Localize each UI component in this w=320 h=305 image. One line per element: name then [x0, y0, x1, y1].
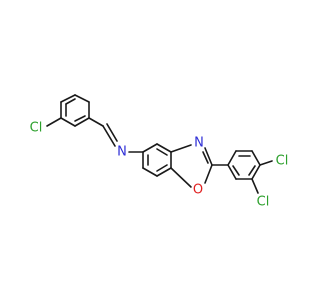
bond-bz-inner-1 [156, 148, 168, 156]
bond-ring2-3 [251, 150, 261, 166]
bond-ox-n-c2 [204, 147, 213, 166]
bond-ring1-5 [74, 117, 90, 127]
bond-ox-c2-o [204, 164, 213, 184]
bond-ring1-inner-2 [74, 115, 86, 122]
bond-ring2-cl-top [259, 160, 273, 166]
bond-bz-inner-3 [156, 164, 168, 172]
bond-ch-n-double [106, 123, 118, 142]
atom-label-cl-bottom: Cl [257, 195, 270, 210]
bond-ring2-cl-bottom [251, 178, 259, 194]
atom-labels: Cl N N O Cl Cl [30, 121, 289, 210]
bond-bz-1 [142, 143, 158, 153]
bond-ox-n-c2-double [202, 151, 209, 164]
bond-bz-4 [156, 167, 172, 177]
atom-label-n-imine: N [117, 145, 127, 160]
bond-ox-c-n [170, 144, 192, 153]
molecule-svg: Cl N N O Cl Cl [30, 94, 289, 210]
bond-ch-n [102, 125, 116, 147]
bond-bz-2 [156, 143, 172, 153]
structure-diagram: Cl N N O Cl Cl [30, 94, 289, 210]
bond-ring1-inner-1 [65, 98, 76, 105]
bond-ring2-inner-3 [232, 165, 240, 176]
atom-label-n-oxazole: N [194, 136, 204, 151]
bonds [46, 94, 273, 194]
atom-label-cl-top: Cl [276, 154, 289, 169]
bond-ring2-6 [227, 164, 237, 180]
bond-ring-ch [88, 117, 104, 127]
bond-bz-5 [142, 167, 158, 177]
bond-ring2-4 [251, 164, 261, 180]
bond-ring1-2 [60, 94, 76, 103]
bond-cl-ring [46, 117, 62, 127]
bond-ring2-inner-2 [248, 165, 256, 176]
bond-ring1-6 [60, 117, 76, 127]
bond-ring1-3 [74, 94, 90, 103]
atom-label-cl-left: Cl [30, 121, 43, 136]
bond-ox-o-c [170, 167, 192, 188]
bond-ring2-1 [227, 150, 237, 166]
atom-label-o-oxazole: O [193, 183, 203, 198]
